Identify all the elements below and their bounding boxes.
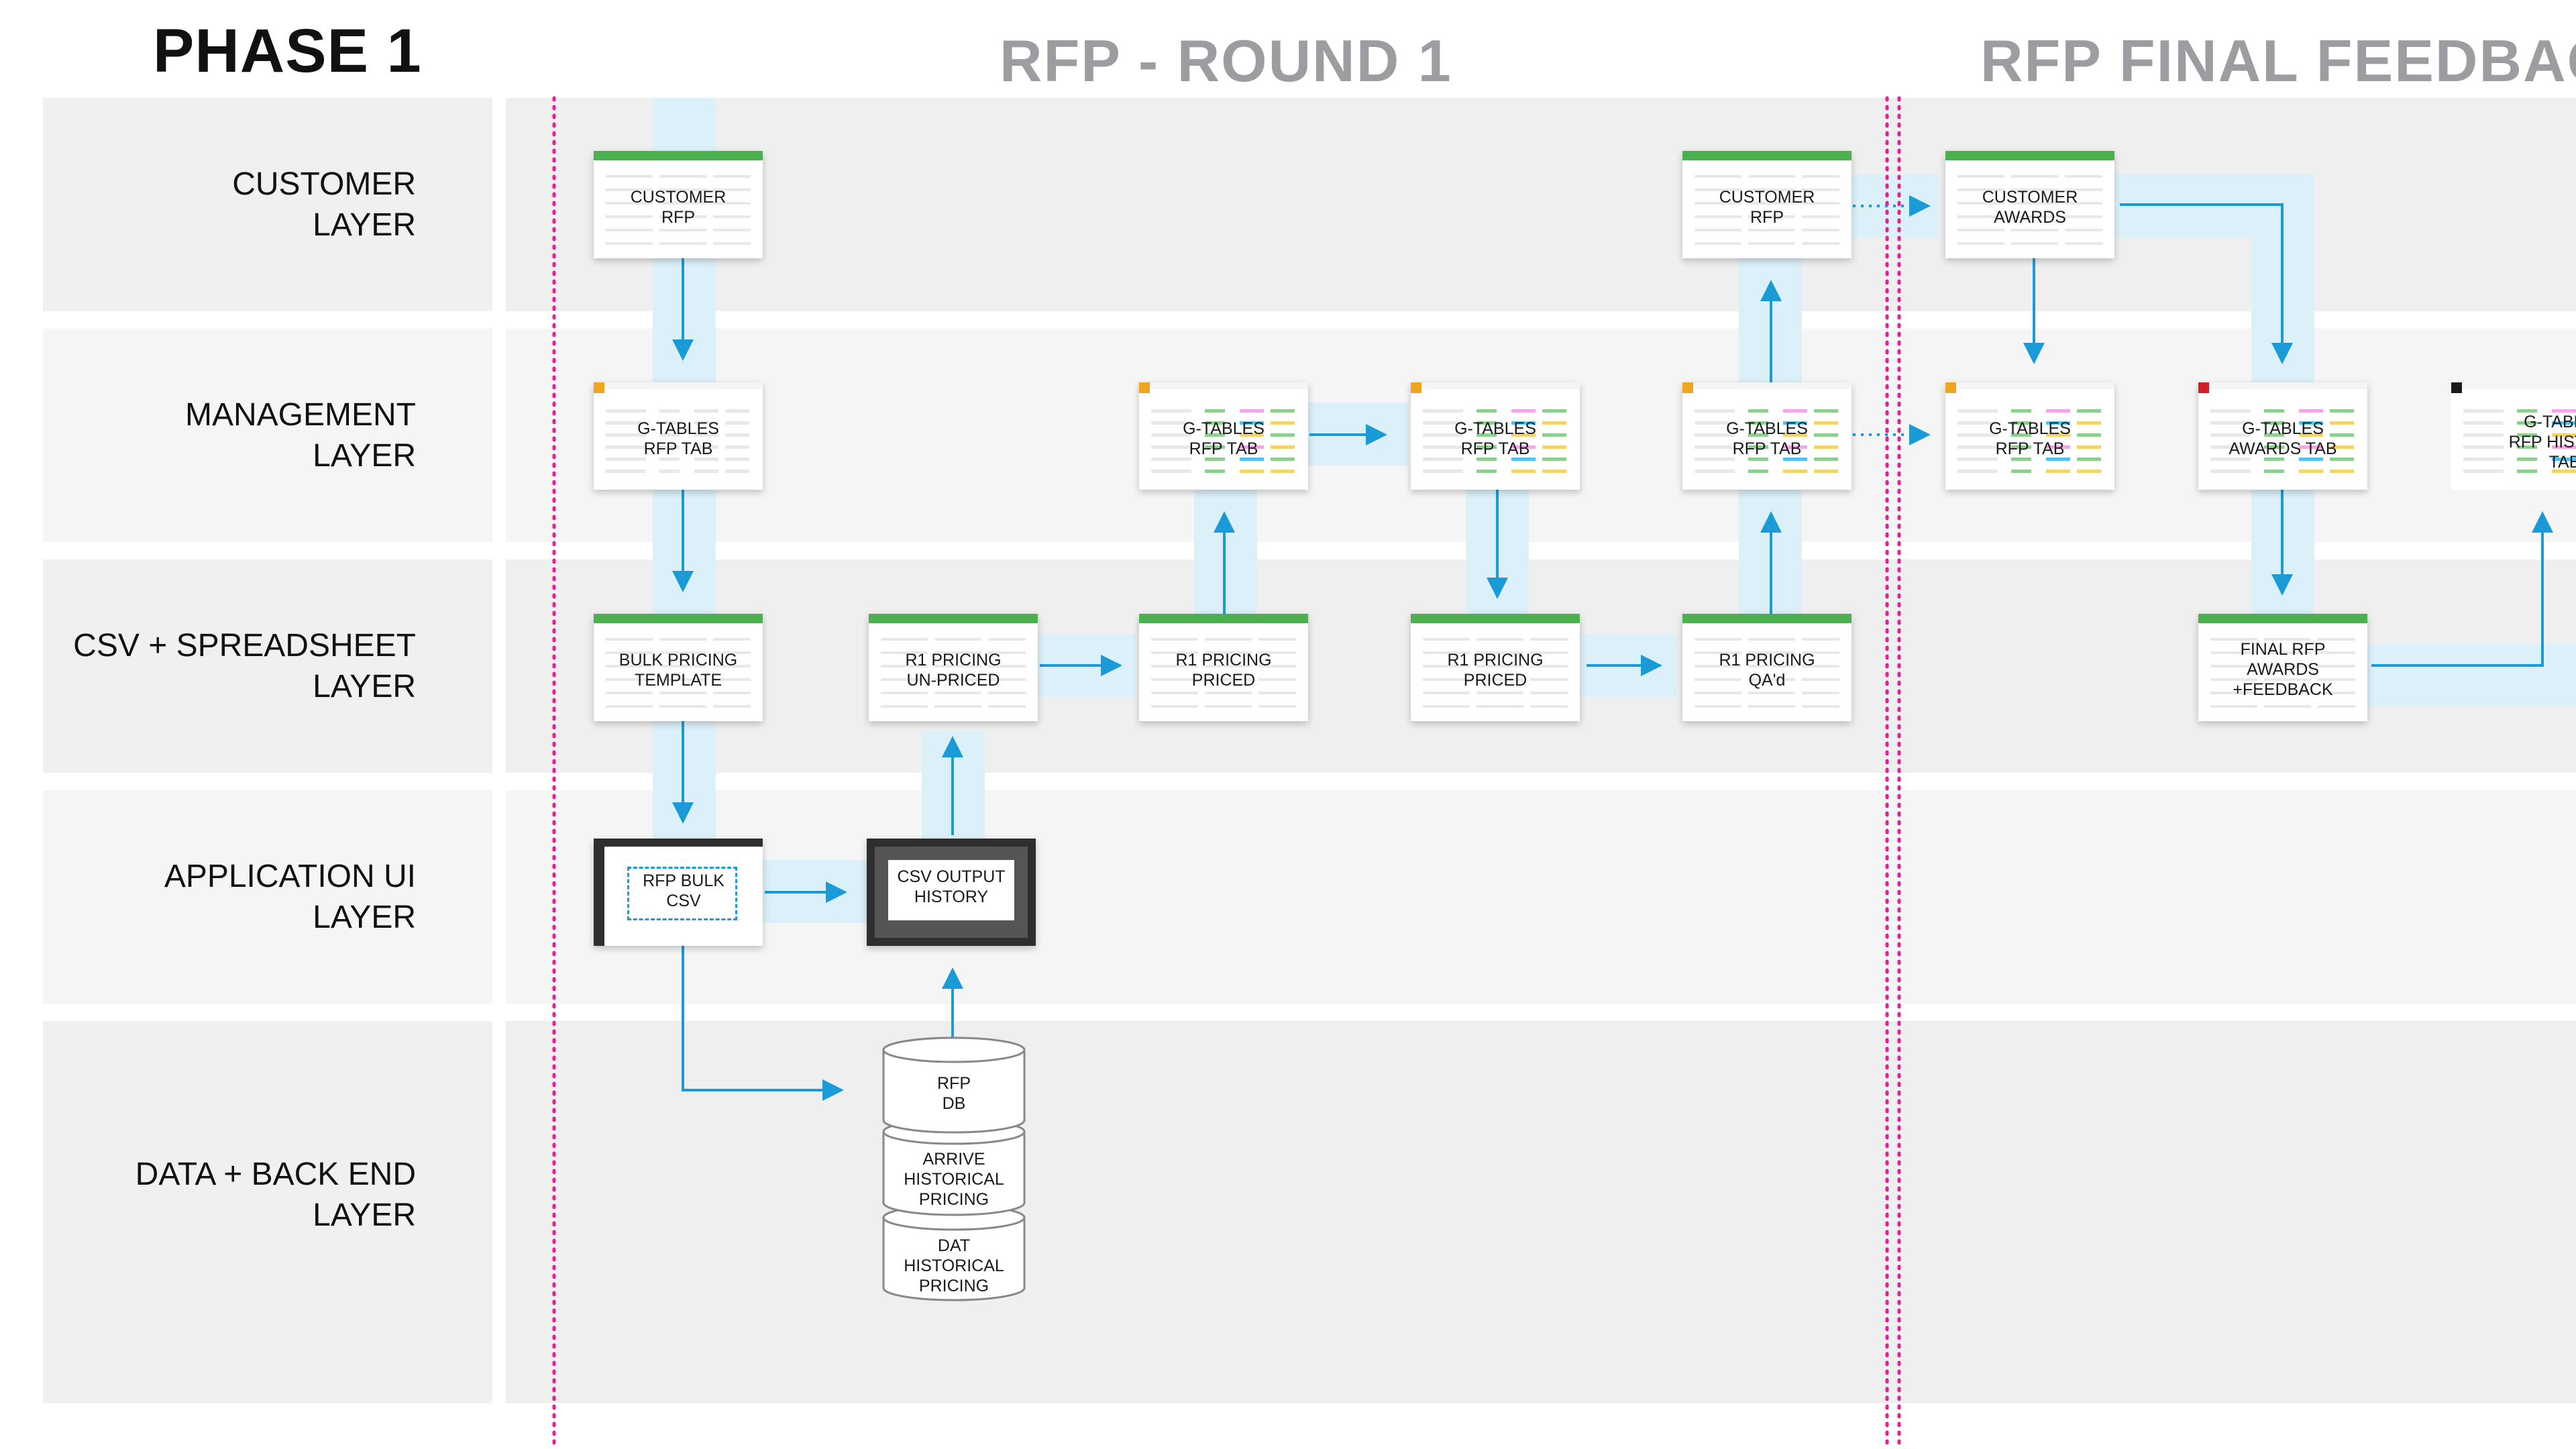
arrow-final-to-history bbox=[2371, 511, 2553, 667]
orange-tag-icon bbox=[1411, 382, 1421, 393]
section-title-final-feedback: RFP FINAL FEEDBACK bbox=[1980, 28, 2576, 94]
orange-tag-icon bbox=[594, 382, 604, 393]
database-stack bbox=[882, 1036, 1026, 1301]
black-tag-icon bbox=[2451, 382, 2462, 393]
section-title-round1: RFP - ROUND 1 bbox=[1000, 28, 1452, 94]
label-bg-app bbox=[43, 790, 492, 1004]
orange-tag-icon bbox=[1139, 382, 1150, 393]
db-cylinder-rfp bbox=[882, 1050, 1026, 1134]
red-tag-icon bbox=[2198, 382, 2209, 393]
phase-dividers bbox=[552, 96, 1901, 1449]
orange-tag-icon bbox=[1682, 382, 1693, 393]
label-bg-csv bbox=[43, 559, 492, 773]
label-bg-customer bbox=[43, 98, 492, 311]
lane-data bbox=[506, 1021, 2576, 1403]
upload-dropzone[interactable] bbox=[627, 867, 737, 920]
db-cylinder-dat bbox=[882, 1218, 1026, 1301]
arrow-awards-to-awards-tab bbox=[2120, 203, 2293, 364]
arrow-csv-to-rfp-db bbox=[682, 946, 844, 1101]
phase-title: PHASE 1 bbox=[153, 17, 422, 85]
orange-tag-icon bbox=[1945, 382, 1956, 393]
label-bg-management bbox=[43, 329, 492, 542]
db-cylinder-arrive bbox=[882, 1132, 1026, 1216]
flow-arrows bbox=[672, 203, 2553, 1101]
label-bg-data bbox=[43, 1021, 492, 1403]
